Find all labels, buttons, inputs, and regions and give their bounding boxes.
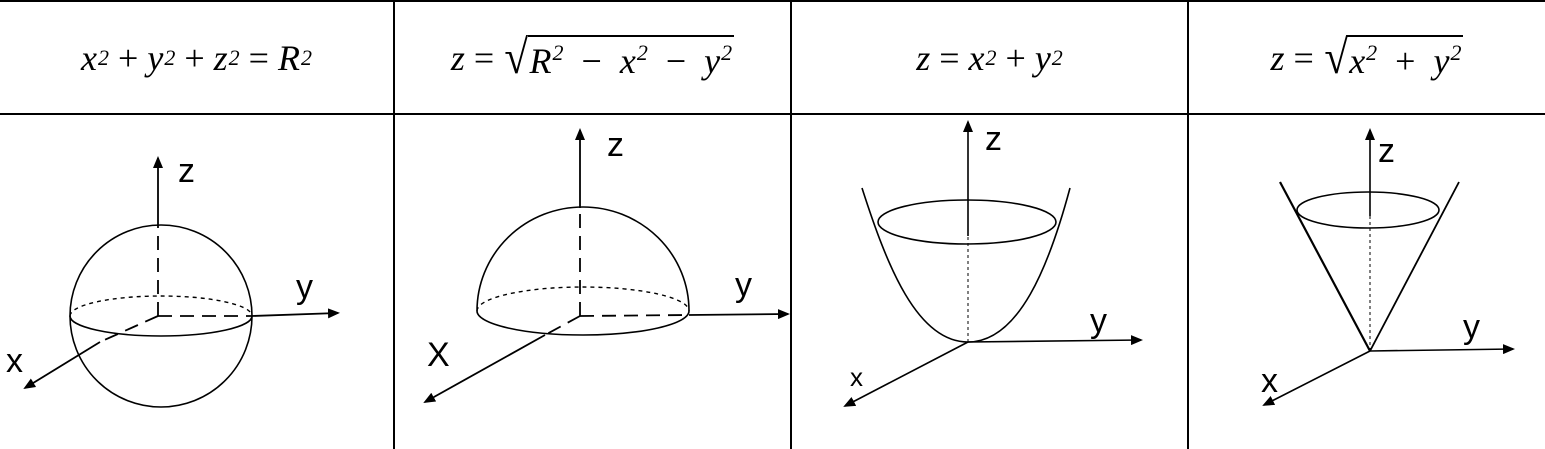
formula-var: x <box>619 40 636 81</box>
x-axis-label: x <box>6 342 23 380</box>
z-axis-label: z <box>1378 132 1395 170</box>
y-axis-hidden <box>579 314 690 317</box>
cone-left-edge <box>1279 181 1371 352</box>
formula-operator: = <box>473 38 495 78</box>
formula-operator: + <box>118 38 139 78</box>
formula-square-root: √ R2 − x2 − y2 <box>503 31 735 84</box>
y-axis-arrow <box>967 335 1143 346</box>
table-top-border <box>0 0 1545 2</box>
radicand: x2 + y2 <box>1347 34 1464 82</box>
paraboloid-figure: z y x <box>843 120 1143 407</box>
formula-var: y <box>704 40 721 81</box>
z-axis-label: z <box>178 152 195 190</box>
formula-var: R <box>529 40 552 81</box>
x-axis-label: x <box>850 362 863 392</box>
paraboloid-top-rim <box>877 199 1057 245</box>
x-axis-arrow <box>23 341 101 390</box>
hemisphere-figure: z y X <box>423 126 790 403</box>
table-header-divider <box>0 113 1545 115</box>
formula-operator: − <box>581 40 602 81</box>
cone-top-rim <box>1296 191 1440 229</box>
radical-sign-icon: √ <box>1324 31 1348 84</box>
formula-var: x <box>1349 40 1366 81</box>
formula-var: x <box>81 38 98 78</box>
y-axis-label: y <box>735 266 752 304</box>
formula-var: y <box>147 38 164 78</box>
formula-var: z <box>213 38 228 78</box>
formula-var: y <box>1034 38 1051 78</box>
x-axis-label: X <box>427 336 450 374</box>
radical-sign-icon: √ <box>504 31 529 84</box>
z-axis-label: z <box>607 126 624 164</box>
y-axis-label: y <box>296 268 313 306</box>
y-axis-arrow <box>1369 344 1515 355</box>
formula-exponent: 2 <box>721 39 733 65</box>
formula-var: x <box>968 38 985 78</box>
formula-var: z <box>1270 38 1285 78</box>
base-back-dashed <box>476 286 690 312</box>
equator-back-dashed <box>69 295 253 317</box>
y-axis-arrow <box>688 309 790 320</box>
x-axis-label: x <box>1261 362 1278 400</box>
x-axis-arrow <box>423 334 546 403</box>
formula-operator: − <box>665 40 687 81</box>
hemisphere-dome <box>476 206 690 312</box>
cone-right-edge <box>1369 181 1460 352</box>
y-axis-arrow <box>251 308 340 319</box>
y-axis-label: y <box>1090 302 1107 340</box>
equator-front <box>69 315 253 337</box>
x-axis-hidden <box>99 315 159 343</box>
base-front <box>476 310 690 336</box>
formula-operator: = <box>1293 38 1314 78</box>
x-axis-hidden <box>544 315 581 336</box>
table-column-divider-1 <box>393 0 395 449</box>
radicand: R2 − x2 − y2 <box>527 34 735 82</box>
table-column-divider-2 <box>790 0 792 449</box>
formula-operator: + <box>1005 38 1026 78</box>
formula-cone: z = √ x2 + y2 <box>1189 2 1545 114</box>
table-column-divider-3 <box>1187 0 1189 449</box>
formula-var: z <box>450 38 465 78</box>
formula-exponent: 2 <box>636 39 648 65</box>
formula-exponent: 2 <box>1366 39 1378 65</box>
formula-operator: = <box>248 38 269 78</box>
paraboloid-surface <box>861 187 1071 343</box>
y-axis-label: y <box>1463 308 1480 346</box>
formula-var: y <box>1433 40 1450 81</box>
z-axis-label: z <box>985 120 1002 158</box>
cone-figure: z y x <box>1261 128 1515 406</box>
formula-operator: + <box>184 38 205 78</box>
formula-square-root: √ x2 + y2 <box>1323 34 1464 82</box>
formula-var: z <box>916 38 931 78</box>
formula-exponent: 2 <box>1450 39 1462 65</box>
x-axis-arrow <box>843 341 969 407</box>
formula-hemisphere: z = √ R2 − x2 − y2 <box>395 2 790 114</box>
formula-operator: = <box>939 38 960 78</box>
formula-operator: + <box>1395 40 1416 81</box>
formula-exponent: 2 <box>552 39 564 65</box>
formula-var: R <box>277 38 300 78</box>
sphere-figure: z y x <box>6 152 340 408</box>
x-axis-arrow <box>1262 350 1371 406</box>
